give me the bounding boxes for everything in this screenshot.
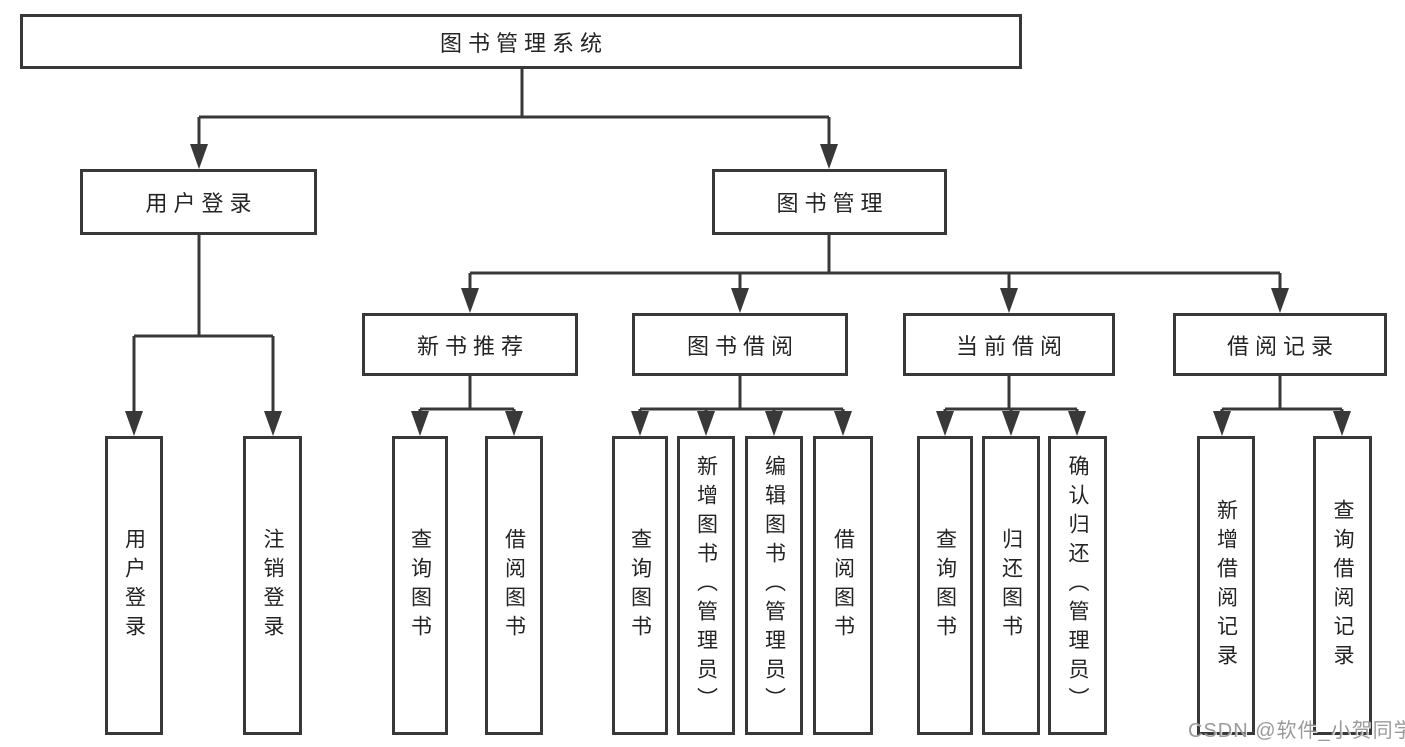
- leaf-label: 确认归还（管理员）: [1066, 455, 1089, 716]
- leaf-label: 注销登录: [261, 527, 284, 644]
- leaf-label: 归还图书: [999, 527, 1023, 644]
- leaf-label: 查询图书: [408, 527, 432, 644]
- node-label: 新书推荐: [416, 333, 529, 359]
- leaf-label: 查询图书: [628, 527, 652, 644]
- node-label: 图书管理系统: [439, 30, 608, 56]
- leaf-label: 借阅图书: [831, 527, 855, 644]
- node-user-login: 用户登录: [80, 169, 317, 235]
- leaf-label: 查询图书: [933, 527, 957, 644]
- leaf-query-borrow-record: 查询借阅记录: [1313, 436, 1372, 735]
- node-book-management: 图书管理: [712, 169, 947, 235]
- leaf-label: 新增借阅记录: [1214, 498, 1238, 673]
- leaf-label: 用户登录: [122, 527, 146, 644]
- leaf-borrow-books-recommend: 借阅图书: [485, 436, 543, 735]
- leaf-logout: 注销登录: [243, 436, 302, 735]
- leaf-edit-book-admin: 编辑图书（管理员）: [745, 436, 803, 735]
- node-book-borrowing: 图书借阅: [632, 313, 848, 376]
- node-label: 图书管理: [776, 191, 889, 216]
- node-library-system: 图书管理系统: [20, 14, 1022, 69]
- node-new-book-recommend: 新书推荐: [362, 313, 578, 376]
- csdn-watermark: CSDN @软件_小贺同学: [1188, 720, 1405, 742]
- node-label: 图书借阅: [686, 333, 799, 359]
- leaf-query-books-recommend: 查询图书: [392, 436, 448, 735]
- leaf-confirm-return-admin: 确认归还（管理员）: [1048, 436, 1107, 735]
- leaf-label: 查询借阅记录: [1331, 498, 1354, 673]
- leaf-label: 借阅图书: [502, 527, 526, 644]
- leaf-user-login: 用户登录: [105, 436, 163, 735]
- leaf-borrow-books: 借阅图书: [813, 436, 873, 735]
- node-label: 借阅记录: [1226, 333, 1339, 359]
- leaf-label: 编辑图书（管理员）: [762, 455, 786, 716]
- node-borrowing-records: 借阅记录: [1173, 313, 1387, 376]
- leaf-query-books-borrowing: 查询图书: [612, 436, 668, 735]
- leaf-add-borrow-record: 新增借阅记录: [1197, 436, 1255, 735]
- node-current-borrowing: 当前借阅: [903, 313, 1115, 376]
- node-label: 当前借阅: [955, 333, 1068, 359]
- node-label: 用户登录: [145, 191, 258, 216]
- leaf-return-books: 归还图书: [982, 436, 1040, 735]
- leaf-query-books-current: 查询图书: [917, 436, 973, 735]
- leaf-label: 新增图书（管理员）: [694, 455, 718, 716]
- leaf-add-book-admin: 新增图书（管理员）: [677, 436, 735, 735]
